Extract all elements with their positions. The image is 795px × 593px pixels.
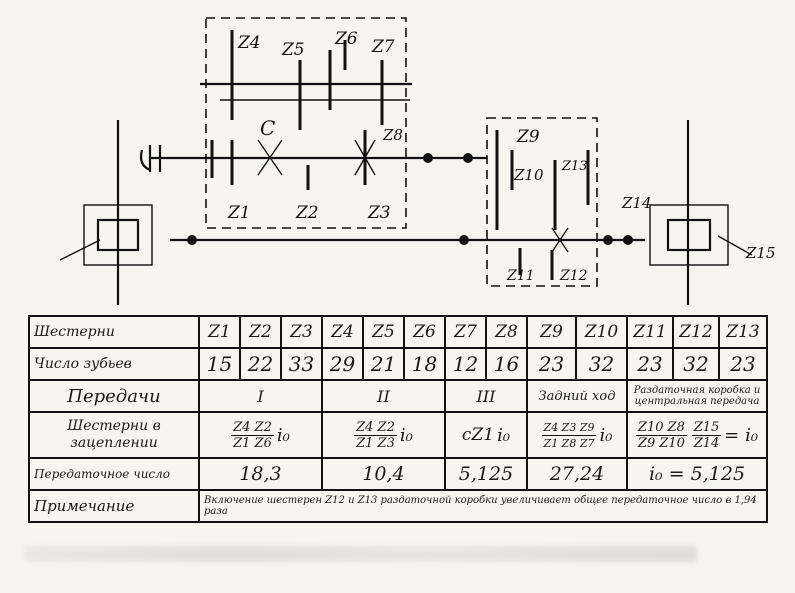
gear-cell: Z10 [575,315,628,349]
joint-1 [423,153,433,163]
label-z4: Z4 [237,33,261,53]
gear-cell: Z3 [280,315,323,349]
rear-axle [649,120,753,305]
gear-cell: Z5 [362,315,405,349]
teeth-cell: 16 [485,347,528,381]
gear-cell: Z6 [403,315,446,349]
label-z7: Z7 [371,37,395,57]
gear-cell: Z12 [672,315,720,349]
ratio-gear-3: 5,125 [444,457,528,491]
teeth-cell: 29 [321,347,364,381]
gear-cell: Z8 [485,315,528,349]
gearbox-housing [205,17,407,229]
row-gear-headers: Передачи I II III Задний ход Раздаточная… [28,379,768,413]
gear-cell: Z11 [626,315,674,349]
row-mesh-label: Шестерни в зацеплении [28,411,200,459]
transfer-case-housing [486,117,598,287]
joint-2 [463,153,473,163]
label-z14: Z14 [621,194,652,212]
ratio-transfer: i₀ = 5,125 [626,457,768,491]
header-transfer: Раздаточная коробка и центральная переда… [626,379,768,413]
ratio-gear-1: 18,3 [198,457,323,491]
blurred-caption [25,546,697,562]
gear-cell: Z4 [321,315,364,349]
gear-cell: Z13 [718,315,768,349]
label-z12: Z12 [559,268,588,284]
teeth-cell: 21 [362,347,405,381]
label-c: C [260,116,275,140]
row-gears-label: Шестерни [28,315,200,349]
row-note-label: Примечание [28,489,200,523]
teeth-cell: 32 [575,347,628,381]
row-teeth: Число зубьев 15 22 33 29 21 18 12 16 23 … [28,347,768,381]
label-z5: Z5 [281,40,305,60]
header-reverse: Задний ход [526,379,628,413]
label-z13: Z13 [561,159,588,174]
ratio-reverse: 27,24 [526,457,628,491]
joint-6 [623,235,633,245]
note-text: Включение шестерен Z12 и Z13 раздаточной… [198,489,768,523]
teeth-cell: 18 [403,347,446,381]
label-z3: Z3 [367,203,391,223]
label-z15: Z15 [745,244,776,262]
label-z11: Z11 [506,268,535,284]
gear-cell: Z2 [239,315,282,349]
ratio-gear-2: 10,4 [321,457,446,491]
row-note: Примечание Включение шестерен Z12 и Z13 … [28,489,768,523]
teeth-cell: 22 [239,347,282,381]
teeth-cell: 23 [718,347,768,381]
teeth-cell: 15 [198,347,241,381]
row-ratio: Передаточное число 18,3 10,4 5,125 27,24… [28,457,768,491]
transfer-gears [495,130,590,280]
joint-4 [459,235,469,245]
gear-cell: Z9 [526,315,577,349]
joint-5 [603,235,613,245]
row-gears-header-label: Передачи [28,379,200,413]
gear-cell: Z7 [444,315,487,349]
header-gear-2: II [321,379,446,413]
clutch-symbol [139,145,162,172]
joint-3 [187,235,197,245]
teeth-cell: 12 [444,347,487,381]
gearbox-gears [210,30,384,190]
label-z10: Z10 [513,166,544,184]
label-z2: Z2 [295,203,319,223]
row-ratio-label: Передаточное число [28,457,200,491]
teeth-cell: 33 [280,347,323,381]
gear-table: Шестерни Z1 Z2 Z3 Z4 Z5 Z6 Z7 Z8 Z9 Z10 … [28,315,768,523]
header-gear-3: III [444,379,528,413]
row-gears: Шестерни Z1 Z2 Z3 Z4 Z5 Z6 Z7 Z8 Z9 Z10 … [28,315,768,349]
gear-cell: Z1 [198,315,241,349]
label-z6: Z6 [334,29,358,49]
label-z1: Z1 [227,203,251,223]
row-teeth-label: Число зубьев [28,347,200,381]
header-gear-1: I [198,379,323,413]
label-z8: Z8 [382,126,403,144]
label-z9: Z9 [516,127,540,147]
front-axle [59,120,153,305]
kinematic-scheme: Z4 Z5 Z6 Z7 C Z8 Z1 Z2 Z3 Z9 Z10 Z13 Z11… [59,17,776,305]
teeth-cell: 23 [626,347,674,381]
teeth-cell: 23 [526,347,577,381]
teeth-cell: 32 [672,347,720,381]
